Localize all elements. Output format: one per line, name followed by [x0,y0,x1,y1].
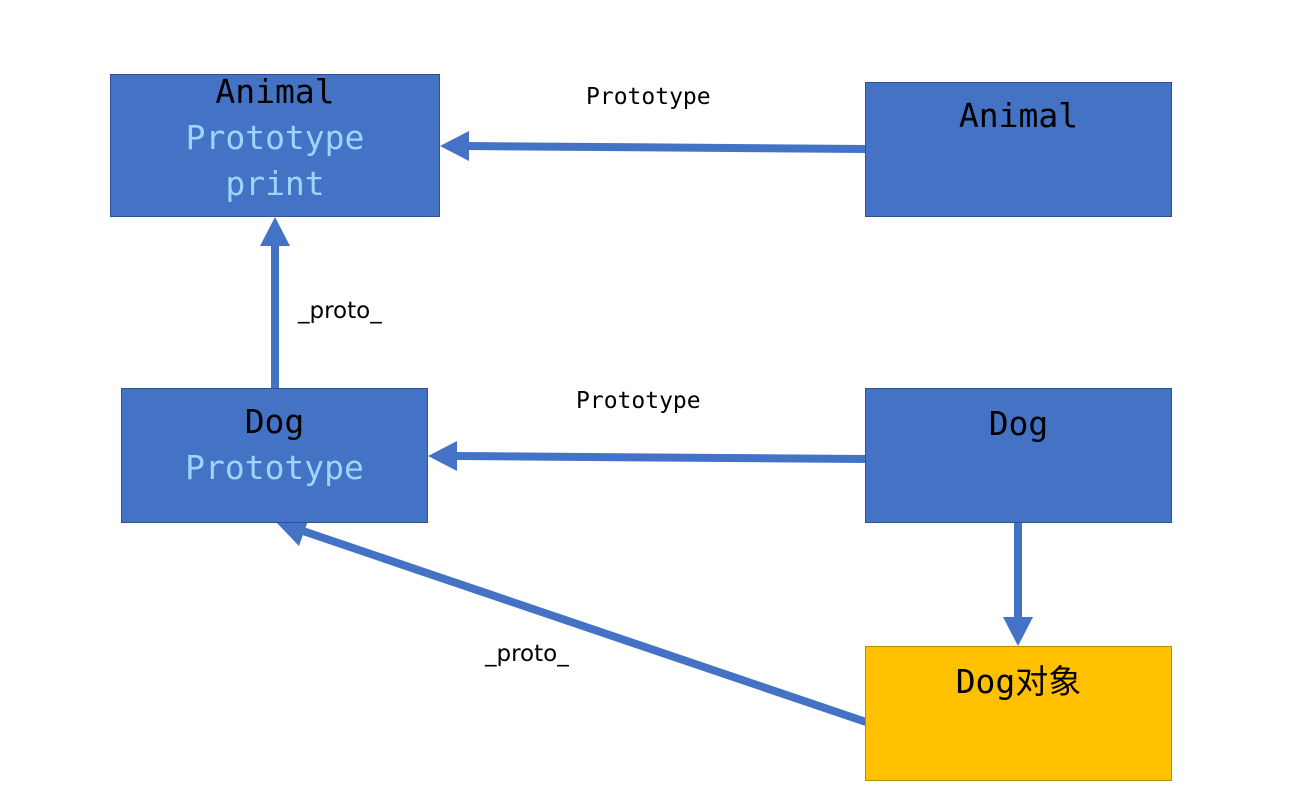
animal-prototype-method: print [225,164,325,203]
animal-prototype-edge-label: Prototype [586,84,711,110]
dog-prototype-arrow-line [452,452,867,463]
dog-object-node: Dog对象 [865,646,1172,781]
dog-prototype-arrow-head [428,441,457,471]
animal-constructor-title: Animal [958,96,1079,135]
dog-proto-edge-label: _proto_ [298,298,382,324]
object-proto-arrow-line [298,526,868,726]
dog-prototype-node: Dog Prototype [121,388,428,523]
dog-new-arrow-head [1003,617,1033,646]
animal-prototype-subtitle: Prototype [185,118,365,157]
animal-prototype-node: Animal Prototype print [110,72,440,217]
animal-prototype-title: Animal [215,72,335,111]
dog-prototype-subtitle: Prototype [185,448,364,487]
object-proto-edge-label: _proto_ [485,641,569,667]
dog-constructor-title: Dog [988,404,1049,443]
dog-proto-arrow-head [260,217,290,246]
object-proto-arrow-head [276,518,309,546]
dog-object-title: Dog对象 [955,662,1082,701]
animal-prototype-arrow-head [440,131,469,161]
dog-prototype-edge-label: Prototype [576,388,701,414]
dog-prototype-title: Dog [244,402,305,441]
animal-prototype-arrow-line [464,142,867,153]
dog-constructor-node: Dog [865,388,1172,523]
animal-constructor-node: Animal [865,82,1172,217]
